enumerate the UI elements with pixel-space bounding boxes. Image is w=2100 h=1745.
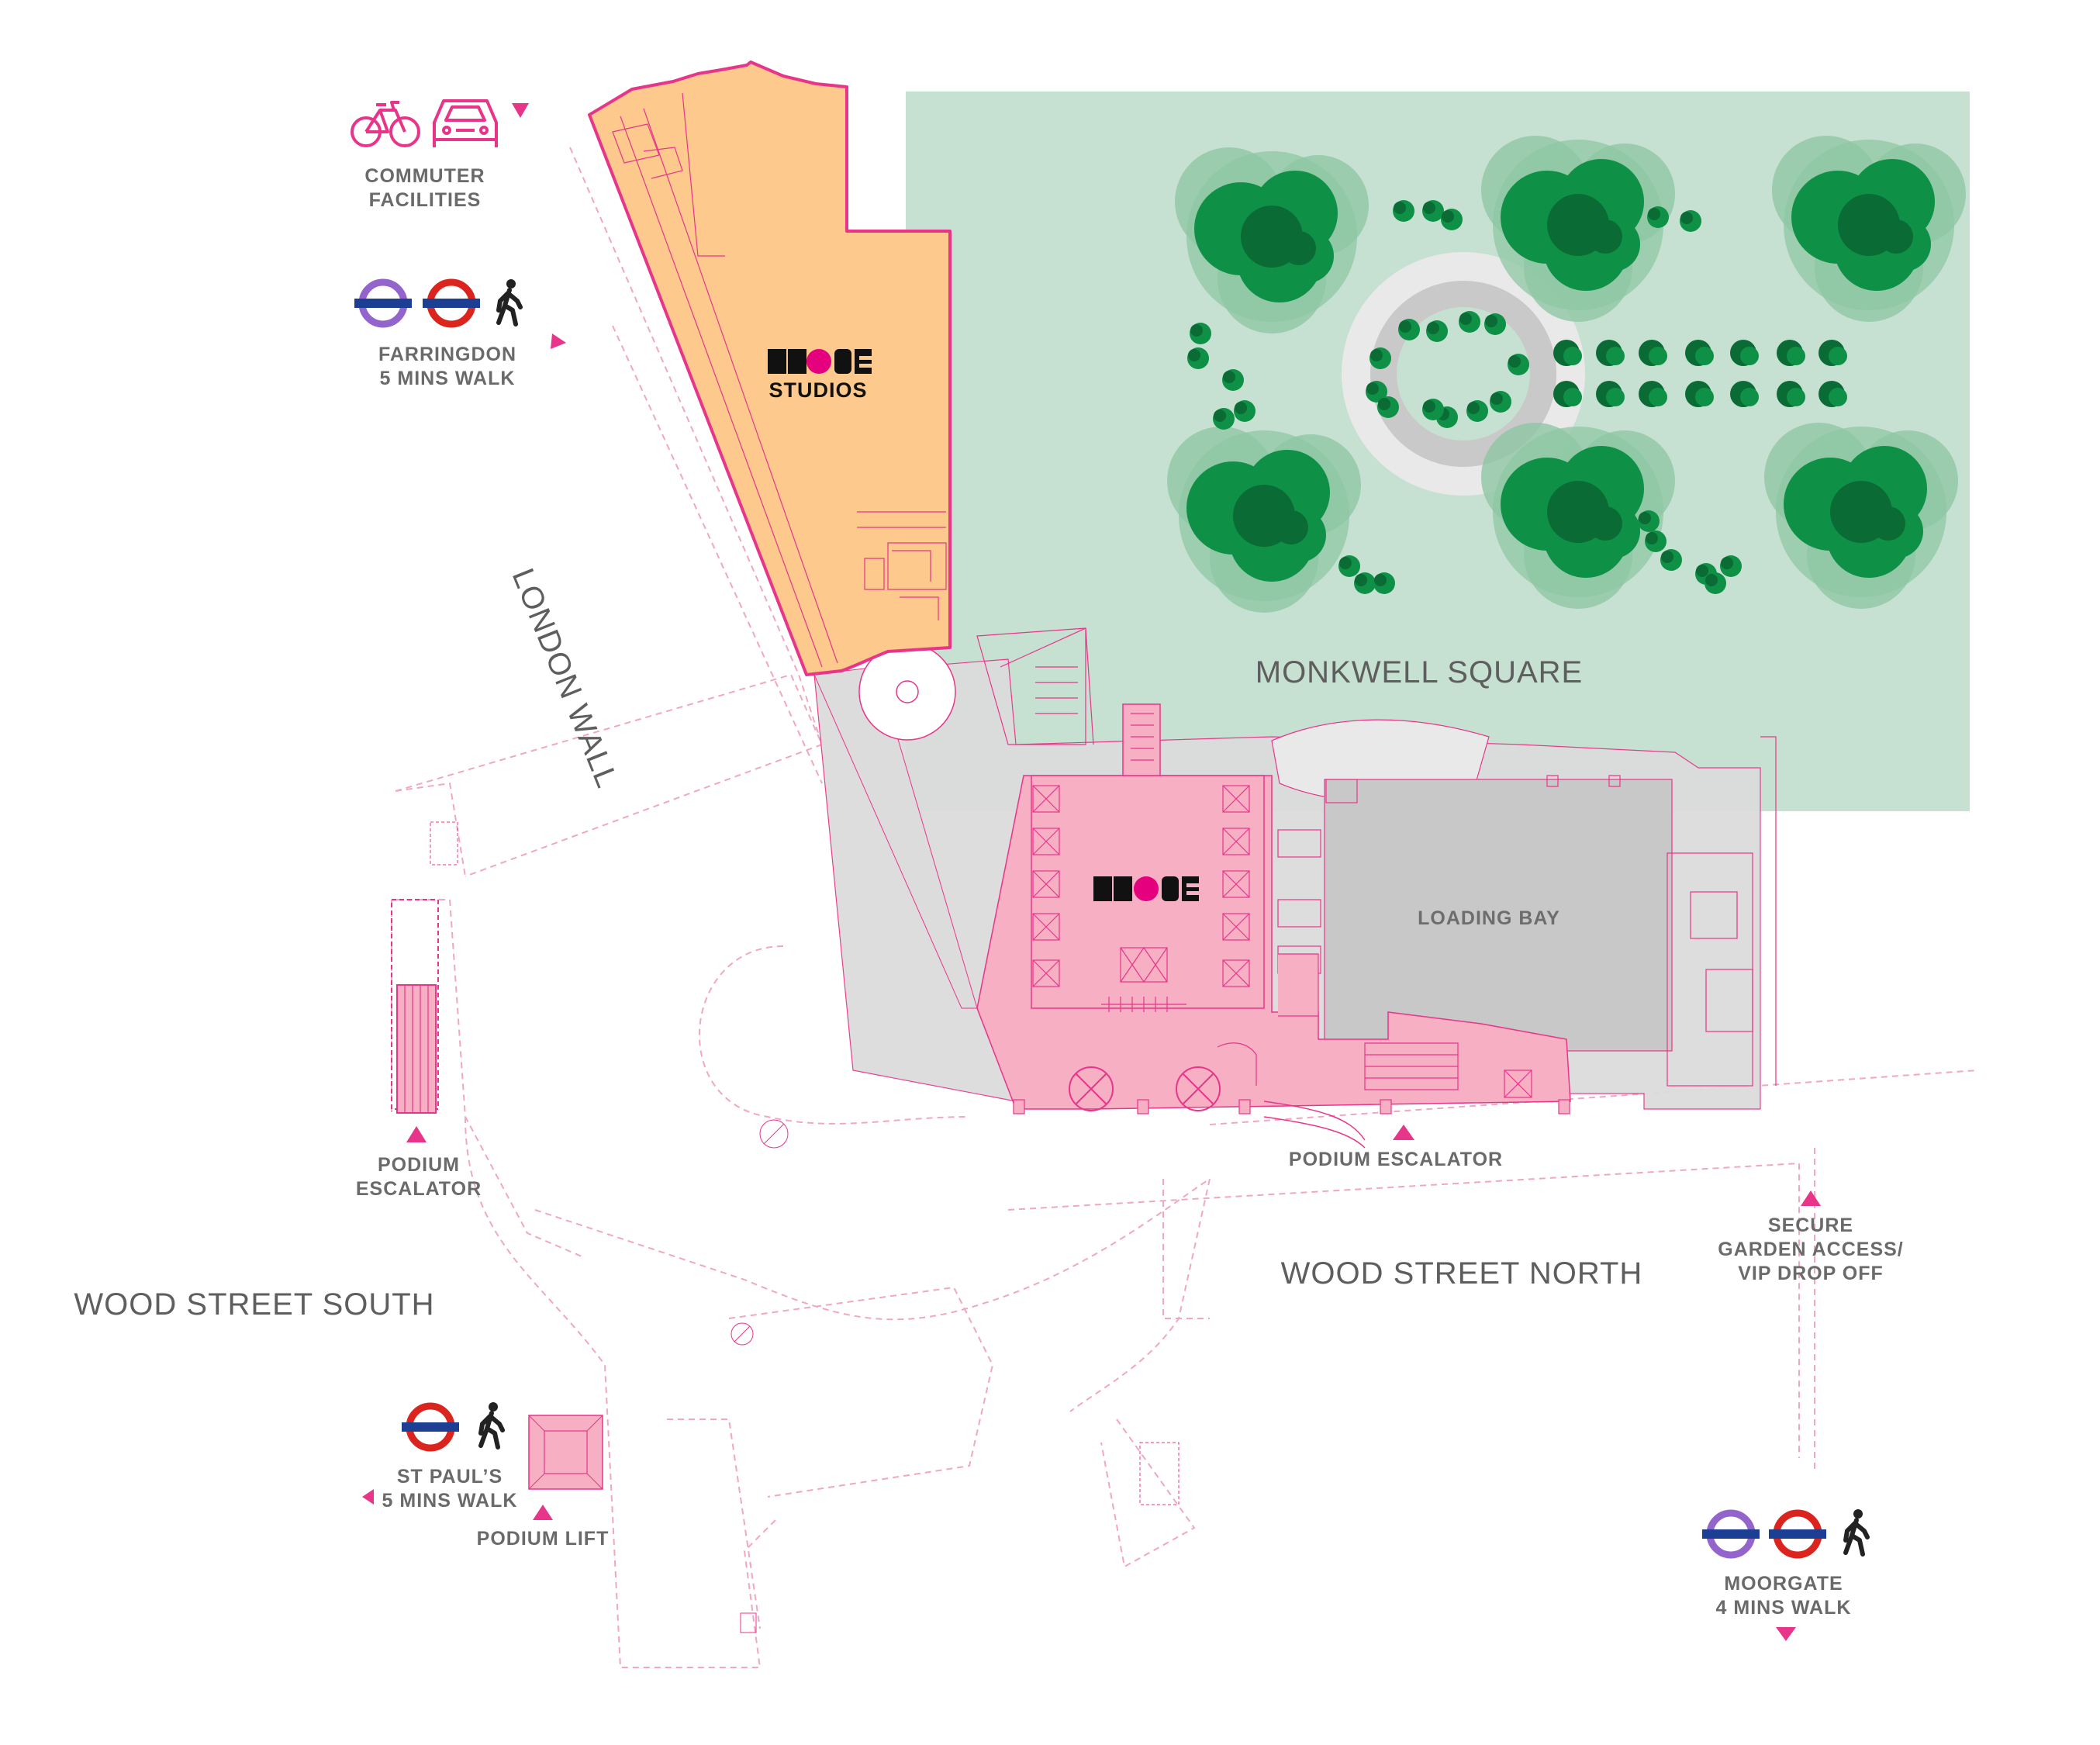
podium-escalator-west-arrow-icon bbox=[406, 1126, 427, 1142]
podium-lift-label: PODIUM LIFT bbox=[477, 1528, 610, 1550]
podium-escalator-south-label: PODIUM ESCALATOR bbox=[1289, 1149, 1503, 1170]
farringdon-label-2: 5 MINS WALK bbox=[380, 368, 516, 389]
moorgate-label-2: 4 MINS WALK bbox=[1716, 1597, 1852, 1619]
st-pauls-label-2: 5 MINS WALK bbox=[382, 1490, 518, 1512]
farringdon-label-1: FARRINGDON bbox=[378, 344, 516, 365]
mode-logo bbox=[1093, 876, 1199, 901]
walking-person-icon-moorgate bbox=[1846, 1509, 1867, 1554]
commuter-label-1: COMMUTER bbox=[364, 165, 485, 187]
elizabeth-line-roundel-icon-moorgate bbox=[1702, 1513, 1760, 1555]
secure-garden-label-2: GARDEN ACCESS/ bbox=[1718, 1239, 1904, 1260]
loading-bay-details bbox=[1277, 775, 1753, 1087]
underground-roundel-icon-st-pauls bbox=[402, 1406, 459, 1448]
car-icon bbox=[433, 99, 498, 147]
bicycle-icon bbox=[351, 101, 420, 147]
secure-garden-label-1: SECURE bbox=[1768, 1215, 1853, 1236]
underground-roundel-icon bbox=[423, 282, 480, 324]
mode-studios-subtitle: STUDIOS bbox=[769, 378, 867, 402]
wood-street-north-label: WOOD STREET NORTH bbox=[1281, 1256, 1643, 1291]
mode-studios-floorplan-lines bbox=[612, 92, 947, 668]
podium-escalator-west-structure bbox=[391, 899, 439, 1114]
commuter-label-2: FACILITIES bbox=[369, 189, 482, 211]
loading-bay-label: LOADING BAY bbox=[1418, 907, 1560, 929]
london-wall-label: LONDON WALL bbox=[506, 564, 624, 793]
moorgate-arrow-icon bbox=[1776, 1627, 1796, 1641]
commuter-arrow-icon bbox=[512, 103, 529, 118]
mode-studios-logo: STUDIOS bbox=[768, 349, 872, 402]
st-pauls-arrow-icon bbox=[362, 1489, 374, 1505]
moorgate-label-1: MOORGATE bbox=[1724, 1573, 1843, 1595]
podium-escalator-west-label-2: ESCALATOR bbox=[356, 1178, 482, 1200]
elizabeth-line-roundel-icon bbox=[354, 282, 412, 324]
mode-building bbox=[976, 703, 1571, 1149]
podium-lift-arrow-icon bbox=[533, 1505, 553, 1520]
stairs-detail bbox=[430, 821, 1180, 1633]
secure-garden-label-3: VIP DROP OFF bbox=[1738, 1263, 1884, 1284]
podium-escalator-west-label-1: PODIUM bbox=[378, 1154, 460, 1176]
podium-escalator-south-arrow-icon bbox=[1393, 1125, 1414, 1140]
secure-garden-arrow-icon bbox=[1801, 1190, 1821, 1206]
st-pauls-label-1: ST PAUL’S bbox=[397, 1466, 503, 1488]
farringdon-arrow-icon bbox=[551, 333, 566, 349]
monkwell-square-label: MONKWELL SQUARE bbox=[1256, 655, 1583, 689]
walking-person-icon bbox=[499, 279, 520, 324]
loading-bay bbox=[1324, 779, 1673, 1052]
walking-person-icon-st-pauls bbox=[481, 1402, 503, 1447]
underground-roundel-icon-moorgate bbox=[1769, 1513, 1826, 1555]
wood-street-south-label: WOOD STREET SOUTH bbox=[74, 1287, 434, 1322]
podium-lift-structure bbox=[528, 1415, 603, 1490]
